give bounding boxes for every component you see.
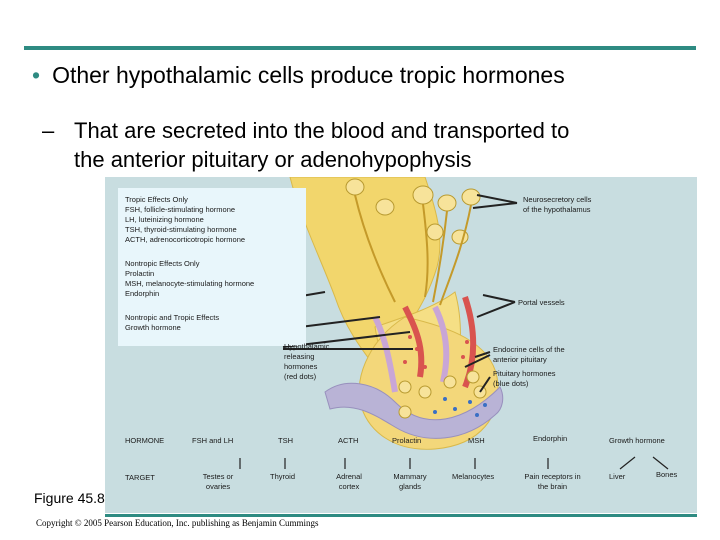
hormone-growth-hormone: Growth hormone [609, 436, 665, 445]
label-line: of the hypothalamus [523, 205, 591, 214]
target-header: TARGET [125, 473, 155, 482]
sub-bullet-line-1: That are secreted into the blood and tra… [74, 118, 570, 143]
label-line: Endocrine cells of the [493, 345, 565, 354]
hormone-header: HORMONE [125, 436, 165, 445]
target-melanocytes: Melanocytes [452, 472, 495, 481]
hormone-prolactin: Prolactin [392, 436, 422, 445]
neurosecretory-cells [345, 178, 481, 245]
target-adrenal-cortex: Adrenal cortex [336, 472, 362, 491]
hormone-fsh-lh: FSH and LH [192, 436, 234, 445]
dash-icon: – [42, 118, 55, 143]
portal-vessels [372, 296, 477, 393]
hormone-legend [118, 188, 306, 346]
sub-bullet: – That are secreted into the blood and t… [42, 116, 570, 174]
legend-tropic-item: ACTH, adrenocorticotropic hormone [125, 235, 246, 244]
target-mammary-glands: Mammary glands [393, 472, 427, 491]
hormone-tsh: TSH [278, 436, 293, 445]
bullet-dot-icon: • [32, 62, 41, 88]
lower-vessels [324, 382, 504, 439]
legend-both-item: Growth hormone [125, 323, 181, 332]
label-pituitary-hormones: Pituitary hormones (blue dots) [493, 369, 556, 389]
label-line: anterior pituitary [493, 355, 547, 364]
label-endocrine-cells: Endocrine cells of the anterior pituitar… [493, 345, 565, 365]
legend-tropic-item: LH, luteinizing hormone [125, 215, 204, 224]
hormone-msh: MSH [468, 436, 485, 445]
releasing-hormone-dots [403, 335, 469, 369]
label-hypothalamic-releasing-hormones: Hypothalamic releasing hormones (red dot… [284, 342, 329, 382]
label-line: Neurosecretory cells [523, 195, 592, 204]
label-line: (red dots) [284, 372, 317, 381]
target-thyroid: Thyroid [270, 472, 296, 481]
label-line: hormones [284, 362, 318, 371]
target-pain-receptors: Pain receptors in the brain [524, 472, 581, 491]
label-line: Hypothalamic [284, 342, 330, 351]
axons [354, 194, 472, 306]
figure-label: Figure 45.8 [34, 490, 105, 506]
legend-both-title: Nontropic and Tropic Effects [125, 313, 220, 322]
target-testes-ovaries: Testes or ovaries [202, 472, 234, 491]
legend-tropic-item: FSH, follicle-stimulating hormone [125, 205, 236, 214]
target-bones: Bones [656, 470, 678, 479]
bullet-point: • Other hypothalamic cells produce tropic… [32, 62, 565, 89]
sub-bullet-line-2: the anterior pituitary or adenohypophysi… [74, 147, 472, 172]
hormone-endorphin: Endorphin [533, 434, 568, 443]
endocrine-cells [398, 370, 487, 419]
legend-tropic-item: TSH, thyroid-stimulating hormone [125, 225, 237, 234]
target-arrows [239, 456, 669, 470]
legend-nontropic-item: Endorphin [125, 289, 160, 298]
hormone-acth: ACTH [338, 436, 359, 445]
legend-nontropic-title: Nontropic Effects Only [125, 259, 200, 268]
legend-nontropic-item: MSH, melanocyte-stimulating hormone [125, 279, 255, 288]
label-line: (blue dots) [493, 379, 529, 388]
copyright: Copyright © 2005 Pearson Education, Inc.… [36, 518, 319, 528]
pituitary-illustration [224, 177, 669, 470]
target-liver: Liver [609, 472, 626, 481]
label-portal-vessels: Portal vessels [518, 298, 565, 307]
pituitary-hormone-dots [433, 397, 487, 417]
label-line: releasing [284, 352, 315, 361]
bullet-text: Other hypothalamic cells produce tropic … [52, 62, 565, 88]
legend-tropic-title: Tropic Effects Only [125, 195, 188, 204]
top-rule [24, 46, 696, 50]
bottom-rule [105, 514, 697, 517]
label-line: Pituitary hormones [493, 369, 556, 378]
legend-nontropic-item: Prolactin [125, 269, 155, 278]
label-neurosecretory-cells: Neurosecretory cells of the hypothalamus [523, 195, 591, 215]
